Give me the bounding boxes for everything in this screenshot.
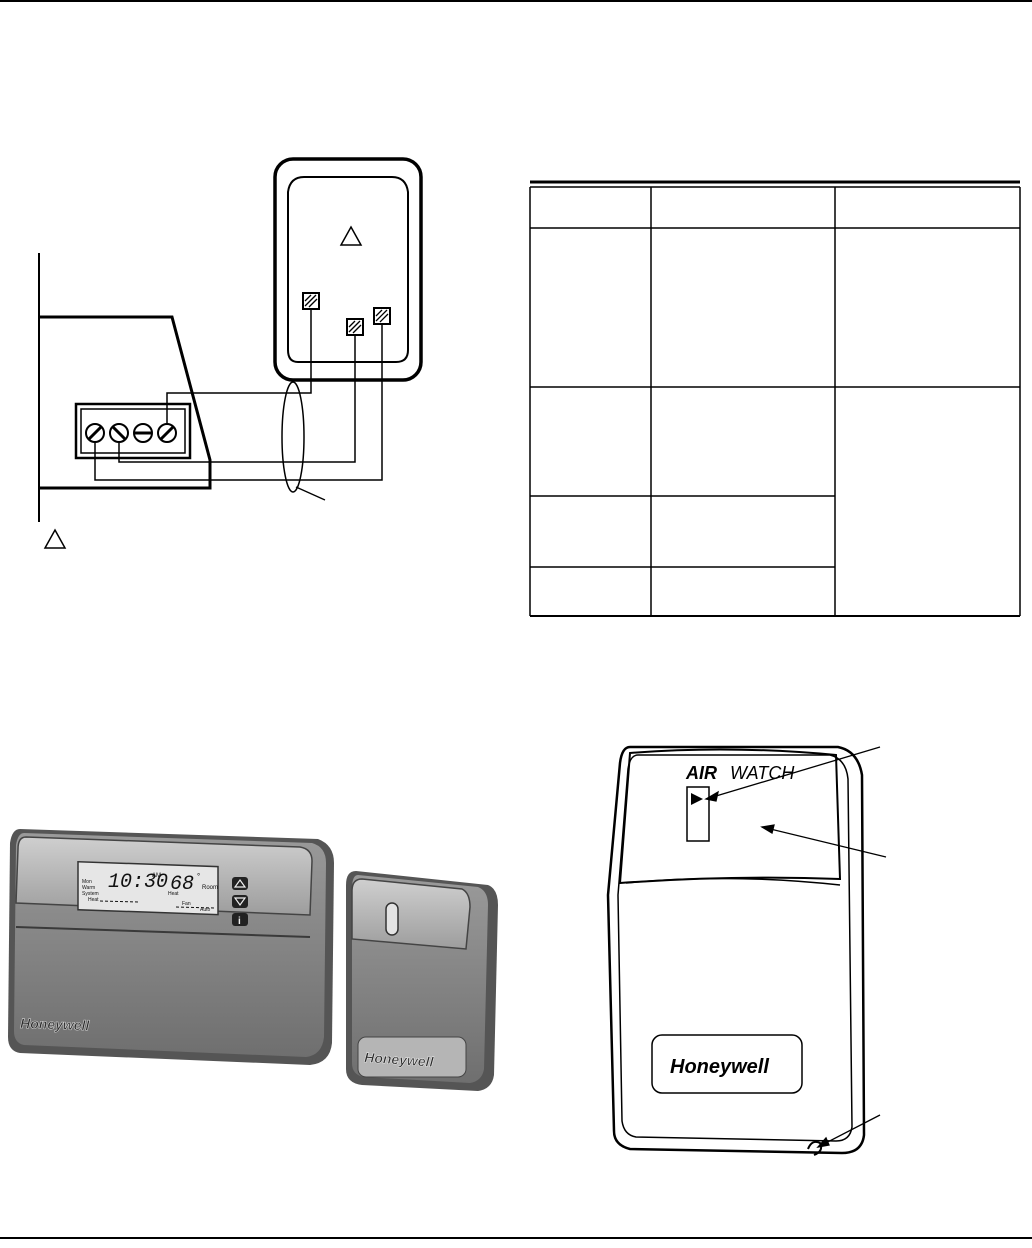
- airwatch-name-air: AIR: [685, 763, 717, 783]
- cable-leader-line: [295, 486, 326, 501]
- top-rule: [0, 0, 1032, 2]
- lcd-degree: °: [197, 872, 200, 881]
- airwatch-brand-logo: Honeywell: [670, 1056, 769, 1078]
- sensor-brand-logo: Honeywell: [364, 1049, 435, 1070]
- wiring-diagram: [38, 157, 423, 549]
- terminal-screw: [85, 423, 105, 443]
- cable-bundle: [281, 381, 305, 493]
- down-arrow-button-icon[interactable]: [232, 895, 248, 908]
- warning-triangle-icon: [339, 225, 363, 246]
- svg-text:i: i: [238, 916, 241, 927]
- terminal-screw: [109, 423, 129, 443]
- lcd-temp: 68: [170, 873, 194, 896]
- lcd-mode-system: System: [82, 891, 99, 897]
- warning-triangle-icon: [43, 528, 67, 549]
- up-arrow-button-icon[interactable]: [232, 877, 248, 890]
- bottom-rule: [0, 1237, 1032, 1239]
- lcd-auto: Auto: [200, 907, 211, 913]
- info-button-icon[interactable]: i: [232, 913, 248, 927]
- lcd-room: Room: [202, 885, 218, 891]
- sensor-terminal: [302, 292, 320, 310]
- airwatch-brand-plate: Honeywell: [651, 1034, 803, 1094]
- airwatch-housing: [606, 745, 866, 1155]
- remote-sensor-housing: [273, 157, 423, 382]
- airwatch-sensor-illustration: AIR WATCH Honeywell: [606, 745, 887, 1156]
- lcd-fan: Fan: [182, 901, 191, 907]
- terminal-screw: [133, 423, 153, 443]
- sensor-terminal: [373, 307, 391, 325]
- connecting-wires: [94, 309, 383, 481]
- sensor-terminal: [346, 318, 364, 336]
- lcd-heat-label: Heat: [168, 891, 179, 897]
- thermostat-unit: 10:30 AM 68 ° Room Heat Mon Warm System …: [8, 829, 334, 1065]
- specification-table: [529, 180, 1021, 617]
- callout-leaders: [704, 746, 887, 1148]
- lcd-heat-mode: Heat: [88, 897, 99, 903]
- airwatch-indicator-window: [686, 786, 710, 842]
- terminal-strip: [74, 402, 192, 460]
- terminal-screw: [157, 423, 177, 443]
- thermostat-brand-logo: Honeywell: [20, 1015, 91, 1033]
- lcd-mode-warm: Warm: [82, 885, 95, 891]
- lcd-mode-mon: Mon: [82, 879, 92, 885]
- airwatch-latch: [807, 1140, 823, 1156]
- lcd-am: AM: [152, 873, 161, 879]
- thermostat-and-sensor-illustration: 10:30 AM 68 ° Room Heat Mon Warm System …: [8, 829, 498, 1091]
- lcd-time: 10:30: [108, 871, 168, 894]
- thermostat-subbase: [39, 315, 212, 490]
- remote-sensor-unit: Honeywell: [346, 871, 498, 1091]
- airwatch-name-watch: WATCH: [730, 763, 795, 783]
